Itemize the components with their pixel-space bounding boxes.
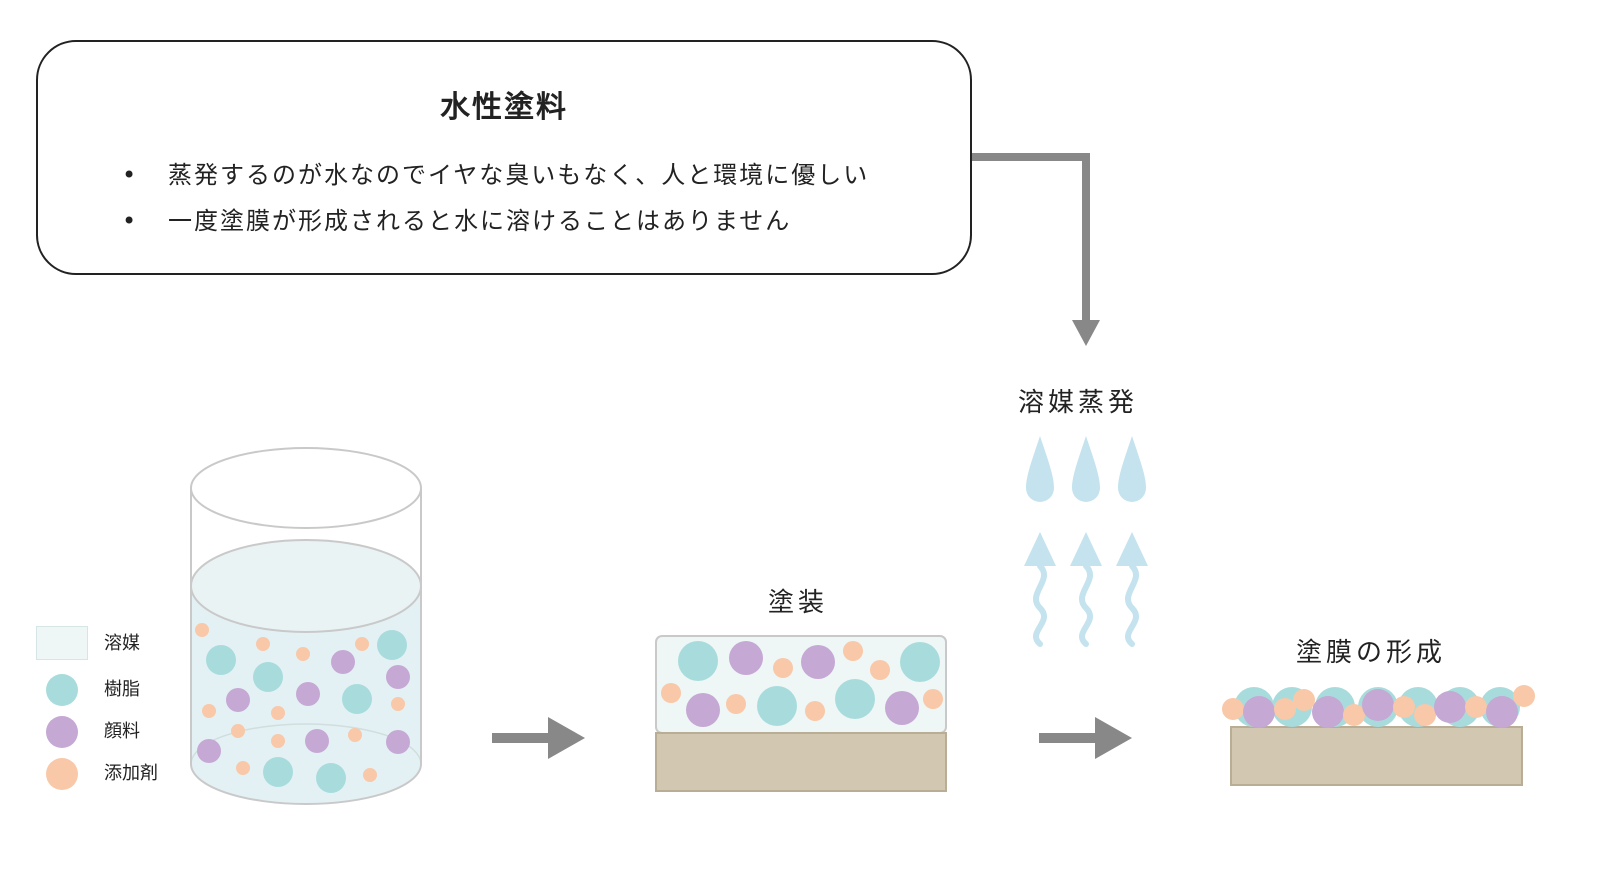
legend-label: 顔料 (104, 721, 140, 742)
bullet-text: 蒸発するのが水なのでイヤな臭いもなく、人と環境に優しい (168, 161, 870, 189)
vapor-arrows (1024, 532, 1148, 647)
beaker-liquid-surface (190, 539, 422, 633)
process-arrow-2 (1039, 717, 1132, 759)
additive-swatch (46, 758, 78, 790)
film-panel (1222, 685, 1535, 786)
bullet-item: • 蒸発するのが水なのでイヤな臭いもなく、人と環境に優しい (122, 152, 869, 198)
coated-panel (655, 635, 947, 792)
legend-item-solvent: 溶媒 (36, 626, 236, 662)
beaker-rim (190, 447, 422, 529)
label-film-formation: 塗膜の形成 (1296, 638, 1447, 668)
bullet-dot: • (122, 207, 139, 235)
film-particles (1222, 685, 1535, 728)
legend-label: 溶媒 (104, 633, 140, 654)
pigment-swatch (46, 716, 78, 748)
info-title: 水性塗料 (440, 90, 568, 125)
legend-label: 添加剤 (104, 763, 158, 784)
connector-arrow (972, 153, 1100, 346)
resin-swatch (46, 674, 78, 706)
label-coating: 塗装 (768, 588, 829, 618)
legend-item-pigment: 顔料 (36, 714, 236, 750)
bullet-dot: • (122, 161, 139, 189)
beaker (190, 447, 422, 805)
film-substrate (1230, 726, 1523, 786)
legend-label: 樹脂 (104, 679, 140, 700)
legend-item-resin: 樹脂 (36, 672, 236, 708)
bullet-item: • 一度塗膜が形成されると水に溶けることはありません (122, 198, 869, 244)
droplet-icons (1026, 436, 1146, 502)
legend-item-additive: 添加剤 (36, 756, 236, 792)
bullet-text: 一度塗膜が形成されると水に溶けることはありません (168, 207, 792, 235)
process-arrow-1 (492, 717, 585, 759)
substrate (655, 732, 947, 792)
label-evaporation: 溶媒蒸発 (1018, 388, 1139, 418)
coating-particles (661, 641, 943, 727)
beaker-particles (195, 623, 410, 793)
bullet-list: • 蒸発するのが水なのでイヤな臭いもなく、人と環境に優しい • 一度塗膜が形成さ… (122, 152, 869, 244)
solvent-swatch (36, 626, 88, 660)
info-box: 水性塗料 • 蒸発するのが水なのでイヤな臭いもなく、人と環境に優しい • 一度塗… (36, 40, 972, 275)
